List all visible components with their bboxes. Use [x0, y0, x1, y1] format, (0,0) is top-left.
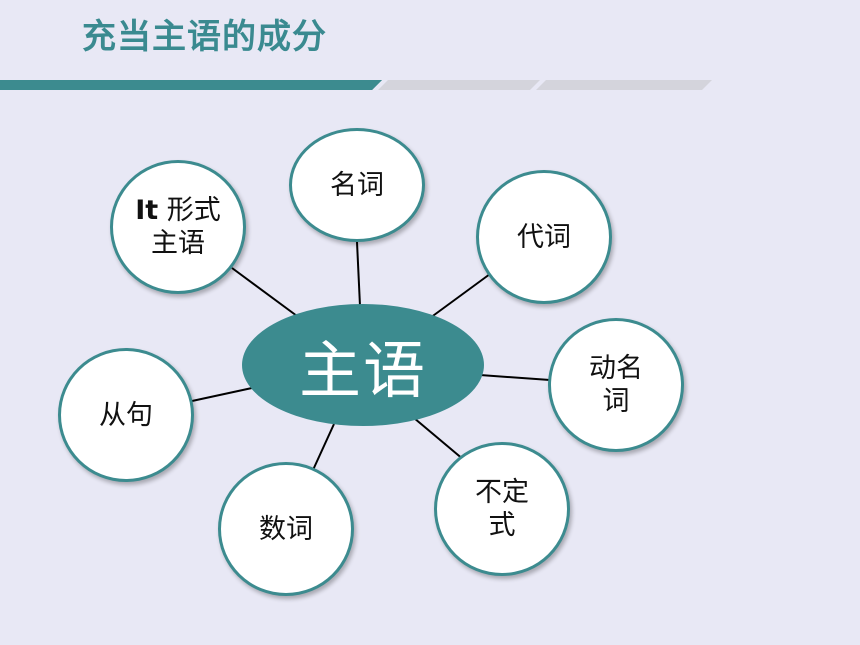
node-pronoun: 代词 — [476, 170, 612, 304]
node-it-form-line2: 主语 — [150, 228, 205, 259]
center-node-subject: 主语 — [242, 304, 484, 426]
connector-pronoun — [429, 273, 491, 319]
node-clause: 从句 — [58, 348, 194, 482]
title-bar-teal-segment — [140, 80, 382, 90]
node-infinitive-line2: 式 — [488, 510, 516, 541]
node-gerund: 动名 词 — [548, 318, 684, 452]
connector-numeral — [312, 423, 335, 471]
slide-title: 充当主语的成分 — [82, 17, 327, 57]
center-node-label: 主语 — [298, 334, 427, 407]
node-numeral-label: 数词 — [259, 513, 313, 545]
title-bar-gray-1 — [378, 80, 540, 90]
title-bar-gray-2 — [536, 80, 712, 90]
node-noun: 名词 — [289, 128, 425, 242]
node-infinitive: 不定 式 — [434, 442, 570, 576]
connector-infinitive — [413, 417, 465, 461]
node-noun-label: 名词 — [330, 169, 384, 201]
node-it-form-rest: 形式 — [158, 195, 221, 226]
node-pronoun-label: 代词 — [517, 221, 571, 253]
node-gerund-line2: 词 — [602, 386, 630, 417]
node-it-form-subject: It 形式 主语 — [110, 160, 246, 294]
node-infinitive-line1: 不定 — [475, 477, 529, 508]
connector-noun — [356, 241, 361, 307]
connector-it-form — [231, 267, 298, 317]
node-numeral: 数词 — [218, 462, 354, 596]
node-it-form-prefix: It — [135, 195, 159, 226]
connector-gerund — [479, 374, 551, 381]
connector-clause — [191, 387, 253, 402]
node-gerund-line1: 动名 — [589, 353, 643, 384]
node-clause-label: 从句 — [99, 399, 153, 431]
title-decoration-bar — [0, 80, 712, 90]
